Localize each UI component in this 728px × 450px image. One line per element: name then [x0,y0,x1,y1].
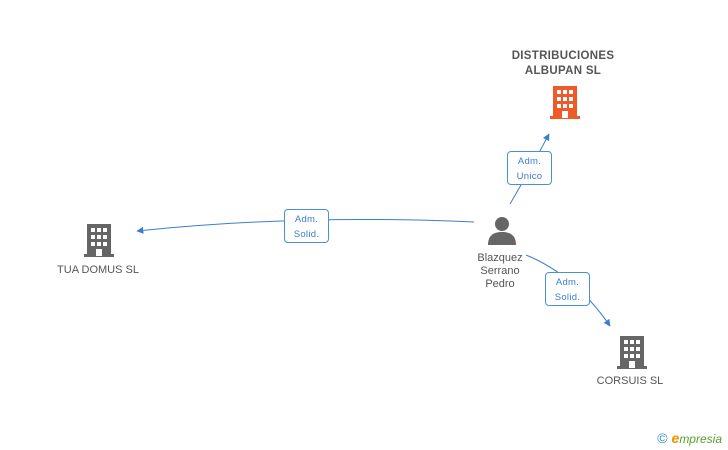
edge-label-adm-solid-corsuis: Adm. Solid. [545,272,590,306]
edge-label-adm-unico: Adm. Unico [507,151,552,185]
albupan-label: DISTRIBUCIONES ALBUPAN SL [511,50,615,77]
person-label: Blazquez Serrano Pedro [477,252,523,290]
building-icon-albupan[interactable] [548,84,582,120]
corsuis-label: CORSUIS SL [596,375,664,387]
building-icon-corsuis[interactable] [615,334,649,370]
copyright-icon: © [657,430,668,446]
tua-domus-label: TUA DOMUS SL [57,264,139,276]
edge-label-adm-solid-tua-domus: Adm. Solid. [284,209,329,243]
person-icon[interactable] [486,214,518,246]
empresia-logo: ©empresia [657,430,722,446]
building-icon-tua-domus[interactable] [82,222,116,258]
